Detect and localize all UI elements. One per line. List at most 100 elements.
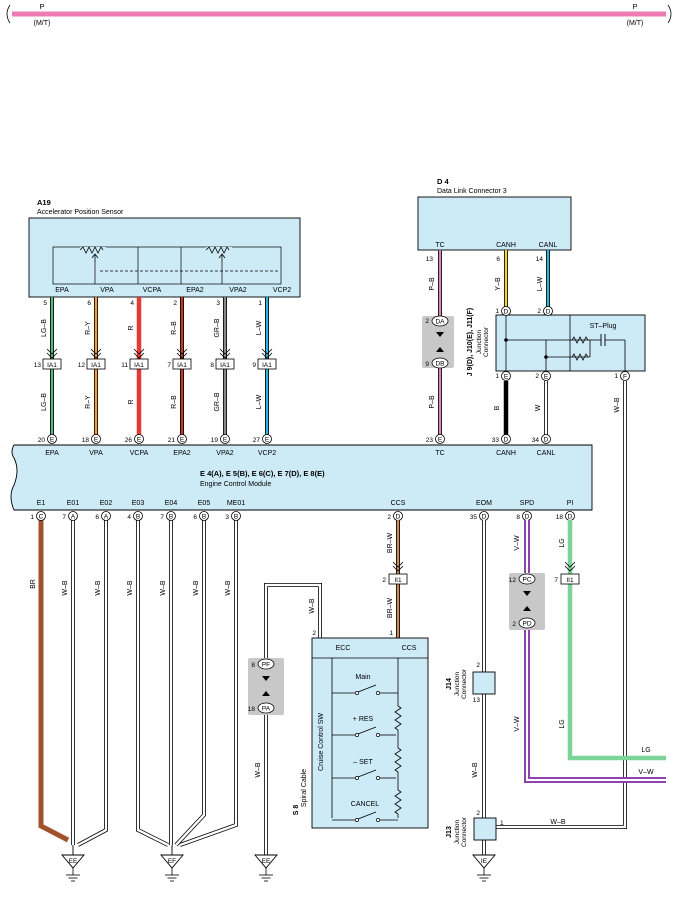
- spiral-name: Spiral Cable: [301, 769, 308, 807]
- svg-text:E02: E02: [100, 500, 113, 507]
- svg-text:4: 4: [127, 514, 131, 521]
- aps-pinnum-2: 2: [173, 300, 177, 307]
- svg-text:D: D: [525, 514, 530, 521]
- svg-text:E: E: [223, 437, 228, 444]
- aps-pinnum-4: 4: [130, 300, 134, 307]
- svg-text:E: E: [180, 437, 185, 444]
- svg-text:W–B: W–B: [62, 580, 69, 596]
- wire-label-spiral-lower: W–B: [255, 762, 262, 778]
- wire-label-st-wb: W–B: [614, 397, 621, 413]
- ecm-top-pins: E E E E E E E D D 20 18 26 21 19 27 23 3…: [38, 434, 556, 457]
- svg-text:– SET: – SET: [353, 759, 373, 766]
- ia1-pin-13: 13: [34, 362, 42, 369]
- svg-text:1: 1: [495, 308, 499, 315]
- ia1-label-1: IA1: [47, 362, 57, 369]
- ia1-pin-9: 9: [252, 362, 256, 369]
- svg-text:A: A: [71, 514, 76, 521]
- junction-connector-j9: ST–Plug D D E E F 1 2 1 2 1 J 9(D), J10(…: [467, 306, 646, 381]
- wire-label-brw-lower: BR–W: [387, 598, 394, 619]
- ii1-pi: II1: [566, 577, 574, 584]
- wire-label-r-upper: R: [128, 325, 135, 330]
- svg-text:13: 13: [473, 697, 481, 704]
- svg-text:2: 2: [312, 630, 316, 637]
- wire-label-vw-exit: V–W: [638, 769, 654, 776]
- aps-code: A19: [37, 198, 51, 207]
- aps-pinnum-6: 6: [87, 300, 91, 307]
- svg-text:TC: TC: [435, 450, 444, 457]
- svg-text:1: 1: [389, 630, 393, 637]
- power-bar-p: P (M/T) P (M/T): [6, 2, 672, 27]
- splice-db: [431, 357, 449, 369]
- pi-wire: LG LG LG II1 7: [554, 520, 666, 761]
- svg-text:2: 2: [387, 514, 391, 521]
- svg-text:CANCEL: CANCEL: [351, 801, 380, 808]
- svg-text:ME01: ME01: [227, 500, 245, 507]
- dlc-pin-num-tc: 13: [426, 256, 434, 263]
- svg-text:7: 7: [554, 577, 558, 584]
- ia1-label-3: IA1: [134, 362, 144, 369]
- svg-text:E: E: [137, 437, 142, 444]
- dlc-pin-tc: TC: [435, 242, 444, 249]
- ecm-bottom-labels: E1 E01 E02 E03 E04 E05 ME01 CCS EOM SPD …: [37, 500, 574, 507]
- aps-pin-vpa2: VPA2: [229, 287, 246, 294]
- svg-text:D: D: [568, 514, 573, 521]
- svg-text:7: 7: [62, 514, 66, 521]
- ii1-ccs: II1: [394, 577, 402, 584]
- data-link-connector: D 4 Data Link Connector 3 TC CANH CANL 1…: [417, 177, 572, 263]
- engine-control-module: E 4(A), E 5(B), E 6(C), E 7(D), E 8(E) E…: [10, 434, 593, 511]
- wire-label-lg-lower: LG: [559, 719, 566, 728]
- st-plug-label: ST–Plug: [590, 323, 617, 330]
- svg-text:CANL: CANL: [537, 450, 556, 457]
- svg-text:CCS: CCS: [391, 500, 406, 507]
- svg-text:D: D: [546, 309, 551, 316]
- wire-label-lw-dlc: L–W: [537, 276, 544, 291]
- svg-text:E01: E01: [67, 500, 80, 507]
- svg-text:Junction: Junction: [454, 820, 461, 845]
- svg-text:B: B: [169, 514, 173, 521]
- ccs-wire: BR–W BR–W II1 2: [382, 520, 408, 638]
- wire-label-br: BR: [30, 579, 37, 589]
- spd-wire: V–W V–W V–W PC PD 12 2: [509, 520, 666, 783]
- ia1-pin-11: 11: [121, 362, 128, 369]
- svg-text:8: 8: [516, 514, 520, 521]
- wire-label-lg-exit: LG: [641, 747, 650, 754]
- svg-text:2: 2: [512, 621, 516, 628]
- svg-text:3: 3: [225, 514, 229, 521]
- splice-pd: [518, 617, 536, 629]
- wire-label-pb-upper: P–B: [429, 277, 436, 291]
- wire-label-brw-upper: BR–W: [387, 533, 394, 554]
- aps-name: Accelerator Position Sensor: [37, 209, 124, 216]
- svg-text:VPA2: VPA2: [216, 450, 233, 457]
- svg-text:2: 2: [535, 373, 539, 380]
- svg-text:18: 18: [556, 514, 564, 521]
- svg-text:E1: E1: [37, 500, 46, 507]
- svg-text:EF: EF: [168, 858, 176, 865]
- ia1-label-6: IA1: [262, 362, 272, 369]
- junction-codes: J 9(D), J10(E), J11(F): [467, 308, 474, 376]
- power-bar-sub-left: (M/T): [34, 20, 51, 27]
- svg-text:W–B: W–B: [193, 580, 200, 596]
- svg-text:VPA: VPA: [89, 450, 103, 457]
- svg-text:34: 34: [532, 437, 540, 444]
- svg-text:D: D: [396, 514, 401, 521]
- j13-box: [473, 817, 497, 841]
- svg-text:EE: EE: [262, 858, 271, 865]
- ground-wires: BR W–B W–B W–B W–B W–B W–B C A A: [30, 511, 575, 847]
- svg-text:SPD: SPD: [520, 500, 534, 507]
- svg-text:Main: Main: [355, 674, 370, 681]
- aps-pinnum-3: 3: [216, 300, 220, 307]
- wire-label-lw-upper: L–W: [256, 320, 263, 335]
- svg-text:A: A: [104, 514, 109, 521]
- svg-text:EPA: EPA: [45, 450, 59, 457]
- junction-name-2: Connector: [483, 326, 490, 357]
- aps-pin-epa: EPA: [55, 287, 69, 294]
- dlc-code: D 4: [437, 177, 450, 186]
- wire-label-grb-upper: GR–B: [214, 318, 221, 337]
- dlc-pin-canh: CANH: [496, 242, 516, 249]
- spiral-side-label: Cruise Control SW: [318, 713, 325, 771]
- svg-text:VCP2: VCP2: [258, 450, 276, 457]
- svg-text:B: B: [202, 514, 206, 521]
- svg-text:W–B: W–B: [95, 580, 102, 596]
- dlc-pin-num-canl: 14: [536, 256, 544, 263]
